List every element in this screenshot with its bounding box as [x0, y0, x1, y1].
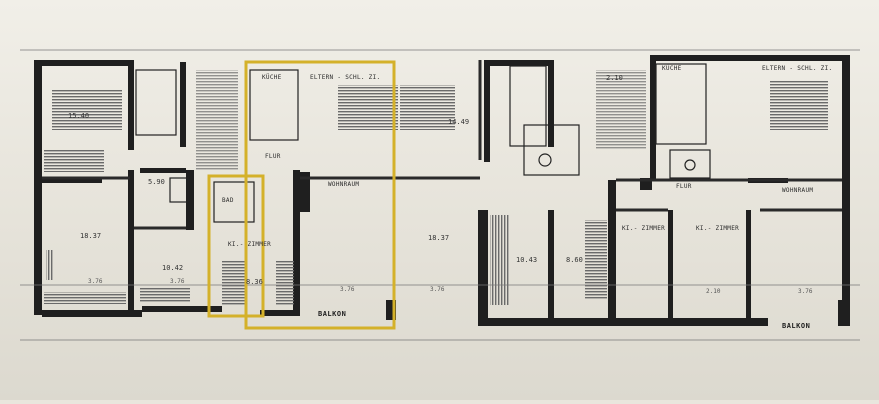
room-label-balkon-left: BALKON	[318, 310, 346, 318]
room-label-kueche-left: KÜCHE	[262, 74, 282, 81]
room-label-kinderzimmer-right-b: KI.- ZIMMER	[696, 225, 739, 232]
interior-walls	[42, 60, 842, 230]
area-a5: 8.36	[246, 278, 263, 286]
highlight-kitchen-bedroom	[207, 60, 396, 330]
dimension-d4: 3.76	[170, 278, 185, 285]
stair-hatching	[44, 70, 828, 305]
room-areas: 15.40 18.37 10.42 18.37 8.36 10.43 8.60 …	[68, 74, 623, 286]
dimension-labels: 3.76 3.76 3.76 3.76 2.10 3.76	[88, 278, 813, 295]
room-label-flur-left: FLUR	[265, 153, 281, 160]
dimension-d2: 3.76	[340, 286, 355, 293]
walls-left-unit	[34, 60, 396, 320]
room-label-wohnraum-right: WOHNRAUM	[782, 187, 813, 194]
dimension-d6: 3.76	[798, 288, 813, 295]
dimension-d5: 2.10	[706, 288, 721, 295]
room-labels: KÜCHE ELTERN - SCHL. ZI. FLUR BAD WOHNRA…	[222, 65, 832, 330]
room-label-bad-left: BAD	[222, 197, 234, 204]
area-a8: 5.90	[148, 178, 165, 186]
area-a2: 18.37	[80, 232, 101, 240]
room-label-kueche-right: KÜCHE	[662, 65, 682, 72]
area-a10: 14.49	[448, 118, 469, 126]
area-a6: 10.43	[516, 256, 537, 264]
dimension-d3: 3.76	[430, 286, 445, 293]
dimension-lines	[20, 49, 860, 341]
room-label-eltern-left: ELTERN - SCHL. ZI.	[310, 74, 380, 81]
room-label-balkon-right: BALKON	[782, 322, 810, 330]
room-label-kinderzimmer-left: KI.- ZIMMER	[228, 241, 271, 248]
room-label-flur-right: FLUR	[676, 183, 692, 190]
fixtures	[135, 63, 711, 223]
dimension-d1: 3.76	[88, 278, 103, 285]
room-label-kinderzimmer-right-a: KI.- ZIMMER	[622, 225, 665, 232]
room-label-eltern-right: ELTERN - SCHL. ZI.	[762, 65, 832, 72]
area-a3: 10.42	[162, 264, 183, 272]
area-a7: 8.60	[566, 256, 583, 264]
room-label-wohnraum-left: WOHNRAUM	[328, 181, 359, 188]
area-a1: 15.40	[68, 112, 89, 120]
area-a9: 2.10	[606, 74, 623, 82]
area-a4: 18.37	[428, 234, 449, 242]
